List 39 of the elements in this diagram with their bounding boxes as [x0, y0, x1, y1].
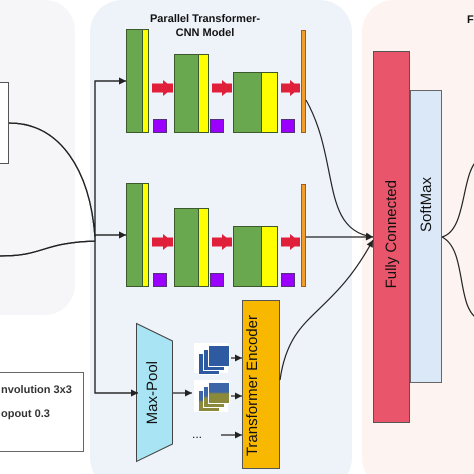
- arrow: [231, 392, 242, 400]
- image-patches-icon: [194, 380, 228, 412]
- encoder-box: [242, 300, 280, 469]
- chevron-arrow: [152, 234, 173, 250]
- layer-label: Transformer Encoder: [245, 315, 261, 456]
- ellipsis-text: ...: [192, 427, 202, 441]
- legend-text: opout 0.3: [1, 408, 50, 420]
- softmax-box: [410, 90, 442, 383]
- chevron-arrow: [152, 80, 173, 96]
- arrow: [173, 390, 192, 396]
- arrow: [279, 240, 374, 380]
- legend-text: nvolution 3x3: [1, 384, 72, 396]
- panel-title: Parallel Transformer-CNN Model: [148, 12, 262, 40]
- layer-label: Fully Connected: [383, 180, 400, 288]
- chevron-arrow: [281, 234, 300, 250]
- legend-box: [0, 372, 84, 452]
- output-bar: [301, 30, 306, 133]
- conv-block: [233, 226, 278, 287]
- layer-label: SoftMax: [418, 177, 435, 232]
- conv-block: [174, 54, 209, 133]
- panel-background: [90, 0, 352, 474]
- arrow: [0, 240, 138, 396]
- image-patches-icon: [194, 343, 228, 373]
- arrow: [231, 354, 242, 362]
- arrow: [305, 100, 374, 239]
- arrow: [306, 234, 373, 240]
- conv-block: [233, 72, 278, 133]
- chevron-arrow: [281, 80, 300, 96]
- conv-block: [126, 183, 149, 287]
- conv-block: [126, 29, 149, 133]
- layer-label: Max-Pool: [144, 361, 161, 424]
- chevron-arrow: [212, 80, 232, 96]
- panel-background: [362, 0, 474, 474]
- output-bar: [301, 184, 306, 287]
- fully-connected-box: [373, 51, 410, 423]
- chevron-arrow: [212, 234, 232, 250]
- arrow: [221, 432, 242, 438]
- panel-title: F: [467, 14, 474, 26]
- conv-block: [174, 208, 209, 287]
